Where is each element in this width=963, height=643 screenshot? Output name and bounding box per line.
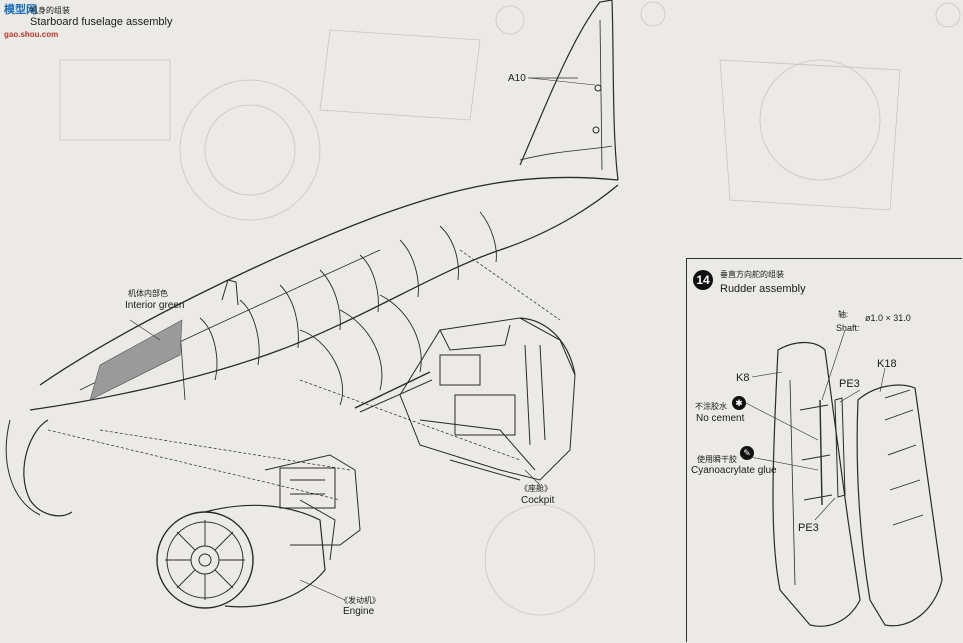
no-cement-icon: ✱: [732, 396, 746, 410]
step-title: 机身的组装 Starboard fuselage assembly: [30, 6, 172, 28]
step-title-en: Starboard fuselage assembly: [30, 16, 173, 28]
step-14-title-cn: 垂直方向舵的组装: [720, 270, 784, 279]
interior-color-en: Interior green: [125, 300, 185, 311]
cyanoacrylate-glue-icon: ✎: [740, 446, 754, 460]
interior-color-cn: 机体内部色: [128, 289, 168, 298]
part-label-a10: A10: [508, 73, 526, 84]
part-label-pe3-bottom: PE3: [798, 522, 819, 534]
step-14-panel: [686, 258, 962, 642]
glue-label-cn: 使用瞬干胶: [697, 455, 737, 464]
site-url: gao.shou.com: [4, 30, 59, 39]
shaft-spec: ø1.0 × 31.0: [865, 313, 911, 323]
cockpit-label-cn: 《座舱》: [520, 484, 552, 493]
shaft-label-cn: 轴:: [838, 310, 849, 319]
engine-label-cn: 《发动机》: [340, 596, 380, 605]
cockpit-label-en: Cockpit: [521, 495, 555, 506]
site-logo: 模型网: [4, 4, 37, 16]
shaft-label-en: Shaft:: [836, 323, 860, 333]
step-number-badge: 14: [693, 270, 713, 290]
part-label-pe3-top: PE3: [839, 378, 860, 390]
part-label-k8: K8: [736, 372, 750, 384]
glue-label-en: Cyanoacrylate glue: [691, 465, 777, 476]
part-label-k18: K18: [877, 358, 897, 370]
no-cement-label-cn: 不涂胶水: [695, 402, 727, 411]
step-14-title-en: Rudder assembly: [720, 283, 806, 295]
engine-label-en: Engine: [343, 606, 375, 617]
no-cement-label-en: No cement: [696, 413, 745, 424]
step-title-cn: 机身的组装: [30, 6, 70, 15]
